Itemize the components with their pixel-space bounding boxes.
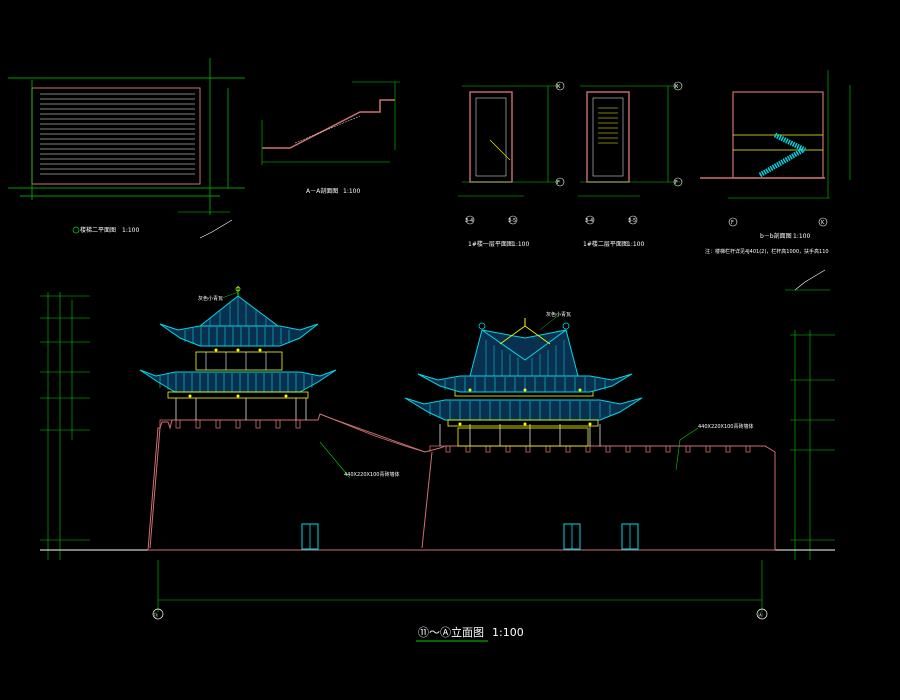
stair-note: 注：楼梯栏杆详见4J401(2)，栏杆高1000，扶手高110 [705,248,829,255]
stair-plan-1-axis-bottom: F [557,180,560,186]
stair-plan-2-axis-right: 3-5 [628,218,636,224]
section-b-drawing: F K b－b剖面图 1:100 注：楼梯栏杆详见4J401(2)，栏杆高100… [700,70,851,291]
stair-note-icon [785,269,830,291]
stair-plan-1-title: 1#楼一层平面图 [468,240,513,248]
callout-wall-left: 440X220X100青砖墙体 [344,471,399,478]
section-a-scale: 1:100 [343,188,360,195]
stair-plan-top-marker [72,226,80,234]
stair-plan-top-title: 楼梯二平面图 [80,226,116,234]
stair-plan-1-axis-top: K [557,84,561,90]
section-b-scale: 1:100 [793,233,810,240]
elevation-title: ⑪～Ⓐ立面图 [418,625,484,639]
elevation-axis-right-marker [756,608,768,620]
door-left [301,523,319,550]
stair-plan-2-axis-bottom: F [675,180,678,186]
callout-wall-right: 440X220X100青砖墙体 [698,423,753,430]
elevation-axis-left-marker [152,608,164,620]
elevation-axis-right: Ⓐ [758,612,763,619]
stair-plan-top-scale: 1:100 [122,227,139,234]
stair-plan-2-title: 1#楼二层平面图 [583,240,628,248]
callout-roof-left: 灰色小青瓦 [198,295,223,302]
stair-plan-1-axis-right: 3-5 [508,218,516,224]
pavilion-right [404,318,643,447]
stair-plan-2-axis-left: 3-4 [585,218,593,224]
elevation-scale: 1:100 [492,626,524,639]
door-right [621,523,639,550]
section-b-axis-right: K [821,220,825,226]
stair-plan-1-drawing: K F 3-4 3-5 1#楼一层平面图 1:100 [458,81,565,248]
stair-detail-icon [178,211,233,239]
elevation-axis-left: ⑪ [153,612,158,619]
section-b-title: b－b剖面图 [760,232,792,240]
section-a-drawing: A－A剖面图 1:100 [261,81,400,195]
stair-plan-1-axis-left: 3-4 [465,218,473,224]
elevation-drawing: 440X220X100青砖墙体 440X220X100青砖墙体 灰色小青瓦 灰色… [40,286,835,642]
stair-plan-2-drawing: K F 3-4 3-5 1#楼二层平面图 1:100 [578,81,683,248]
section-a-title: A－A剖面图 [306,187,338,195]
stair-plan-1-scale: 1:100 [512,241,529,248]
door-middle [563,523,581,550]
callout-roof-right: 灰色小青瓦 [546,311,571,318]
stair-plan-top: 楼梯二平面图 1:100 [8,58,245,239]
pavilion-left [139,286,337,420]
stair-plan-2-scale: 1:100 [627,241,644,248]
stair-plan-2-axis-top: K [675,84,679,90]
section-b-axis-left: F [731,220,734,226]
